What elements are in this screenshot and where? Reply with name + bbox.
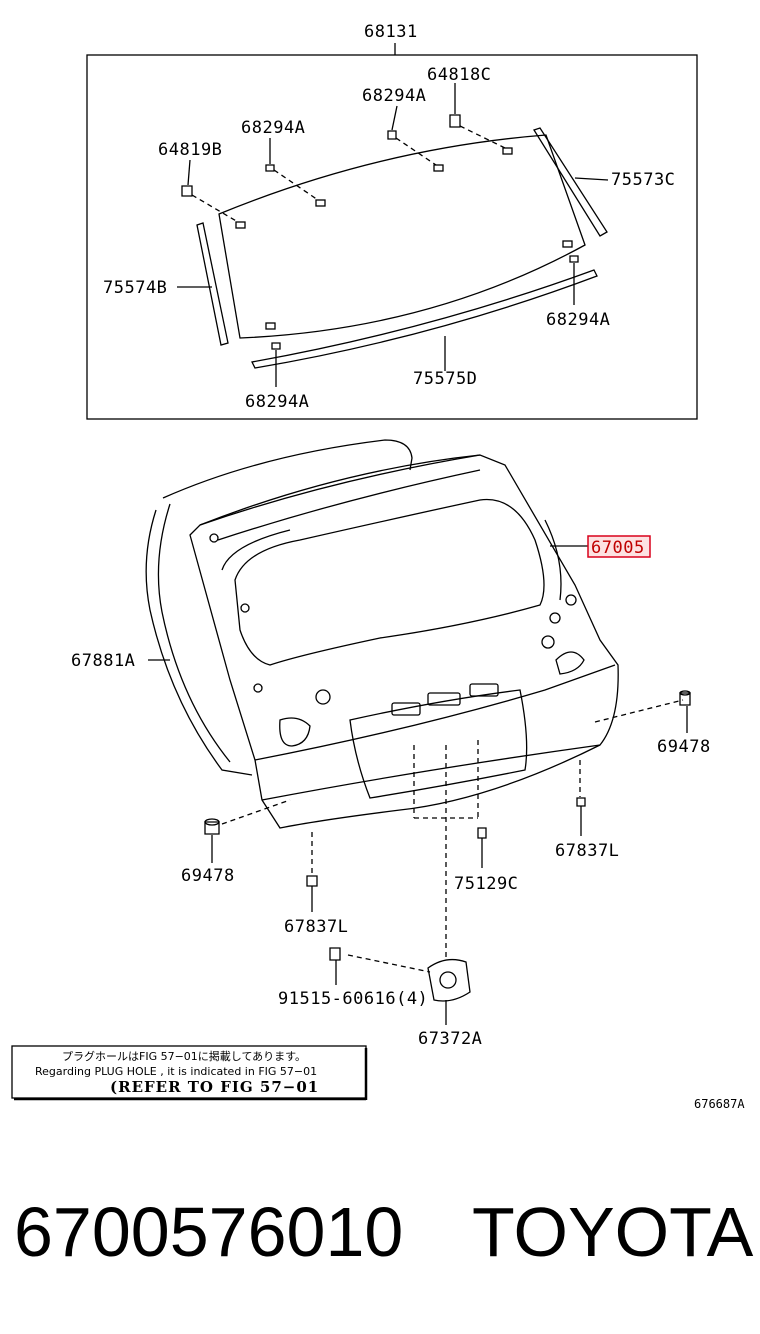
- molding-left: [196, 222, 229, 346]
- callout-cushion-left[interactable]: 69478: [181, 866, 235, 886]
- clip-left: [306, 875, 318, 887]
- back-door-assembly: [145, 439, 684, 973]
- molding-bottom: [251, 269, 598, 369]
- molding-right: [533, 127, 608, 237]
- callout-bolt[interactable]: 91515-60616(4): [278, 989, 428, 1009]
- glass-group-frame: [86, 54, 698, 420]
- back-window-glass: [218, 134, 586, 339]
- callout-garnish-clip[interactable]: 75129C: [454, 874, 518, 894]
- callout-fastener-right-low[interactable]: 68294A: [546, 310, 610, 330]
- callout-molding-bottom[interactable]: 75575D: [413, 369, 477, 389]
- callout-back-door-panel[interactable]: 67005: [591, 538, 645, 558]
- note-line-japanese: プラグホールはFIG 57−01に掲載してあります。: [62, 1049, 306, 1063]
- callout-cushion-right[interactable]: 69478: [657, 737, 711, 757]
- license-plate-recess: [349, 689, 528, 799]
- part-number: 6700576010: [14, 1193, 403, 1271]
- back-door-panel: [189, 454, 619, 829]
- callout-fastener-top-right[interactable]: 64818C: [427, 65, 491, 85]
- small-parts: [204, 690, 691, 1025]
- note-line-reference: (REFER TO FIG 57−01: [110, 1078, 319, 1096]
- callout-weatherstrip[interactable]: 67881A: [71, 651, 135, 671]
- glass-group: [86, 43, 698, 420]
- door-window-opening: [234, 498, 545, 666]
- callout-molding-left[interactable]: 75574B: [103, 278, 167, 298]
- callout-fastener-bottom[interactable]: 68294A: [245, 392, 309, 412]
- callout-labels: 68131 64818C 68294A 68294A 64819B 75573C…: [71, 22, 711, 1049]
- callout-lock[interactable]: 67372A: [418, 1029, 482, 1049]
- callout-clip-right[interactable]: 67837L: [555, 841, 619, 861]
- callout-molding-right[interactable]: 75573C: [611, 170, 675, 190]
- bolt: [329, 947, 341, 961]
- callout-fastener-top-mid[interactable]: 68294A: [362, 86, 426, 106]
- note-line-english: Regarding PLUG HOLE , it is indicated in…: [35, 1065, 317, 1078]
- clip-right: [576, 797, 586, 807]
- callout-glass[interactable]: 68131: [364, 22, 418, 42]
- cushion-left: [204, 821, 220, 835]
- figure-id: 676687A: [694, 1097, 745, 1111]
- cushion-right: [679, 692, 691, 706]
- lock-assembly: [427, 958, 471, 1002]
- callout-fastener-top-left[interactable]: 68294A: [241, 118, 305, 138]
- weatherstrip: [162, 439, 413, 499]
- highlight-box: [587, 535, 651, 558]
- callout-fastener-left[interactable]: 64819B: [158, 140, 222, 160]
- brand-name: TOYOTA: [472, 1193, 754, 1271]
- callout-clip-left[interactable]: 67837L: [284, 917, 348, 937]
- plug-hole-note: プラグホールはFIG 57−01に掲載してあります。 Regarding PLU…: [11, 1045, 368, 1101]
- garnish-clip: [477, 827, 487, 839]
